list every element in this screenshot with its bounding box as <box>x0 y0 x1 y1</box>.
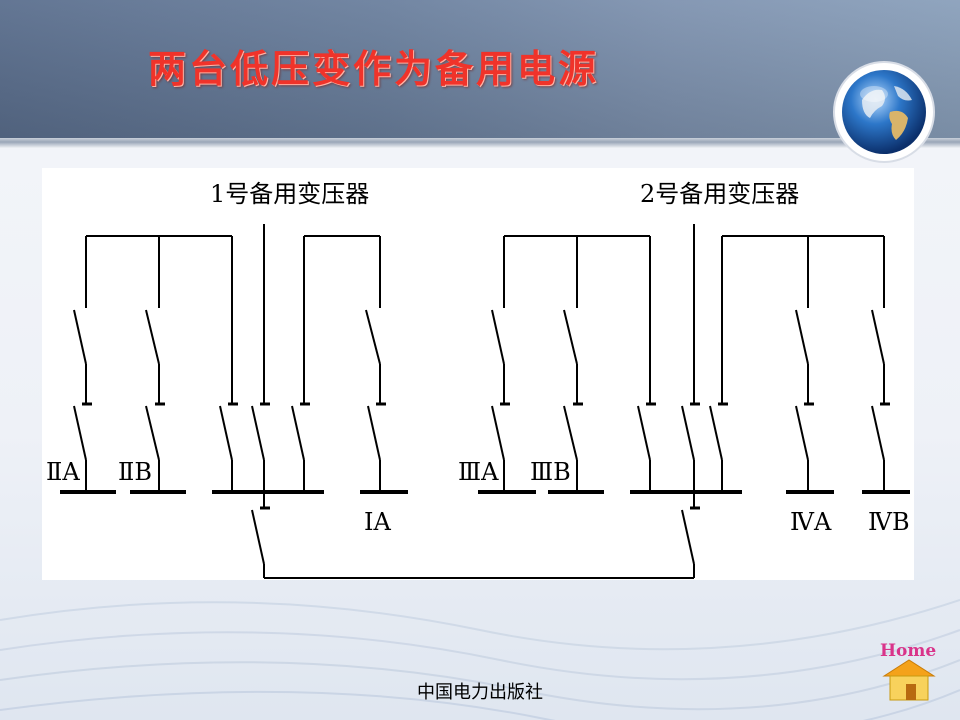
background-waves <box>0 599 960 720</box>
wiring-diagram: 1号备用变压器 2号备用变压器 ⅡA ⅡB ⅠA ⅢA ⅢB ⅣA ⅣB <box>46 180 910 579</box>
bus-label-IVB: ⅣB <box>868 508 910 536</box>
header-divider <box>0 138 960 148</box>
diagram-panel: 1号备用变压器 2号备用变压器 ⅡA ⅡB ⅠA ⅢA ⅢB ⅣA ⅣB <box>42 168 914 580</box>
transformer-1-label: 1号备用变压器 <box>210 180 369 208</box>
header-bar <box>0 0 960 138</box>
bus-label-IVA: ⅣA <box>790 508 832 536</box>
bus-label-IIB: ⅡB <box>118 458 152 486</box>
bus-label-IIIB: ⅢB <box>530 458 571 486</box>
home-icon[interactable]: Home <box>876 636 942 702</box>
footer-publisher: 中国电力出版社 <box>417 682 543 703</box>
transformer-2-label: 2号备用变压器 <box>640 180 799 208</box>
bus-label-IA: ⅠA <box>364 508 391 536</box>
bus-label-IIA: ⅡA <box>46 458 80 486</box>
globe-icon <box>832 60 936 164</box>
bus-label-IIIA: ⅢA <box>458 458 499 486</box>
header-shade <box>0 0 960 138</box>
home-label: Home <box>880 641 936 661</box>
slide-title: 两台低压变作为备用电源 <box>148 46 600 91</box>
